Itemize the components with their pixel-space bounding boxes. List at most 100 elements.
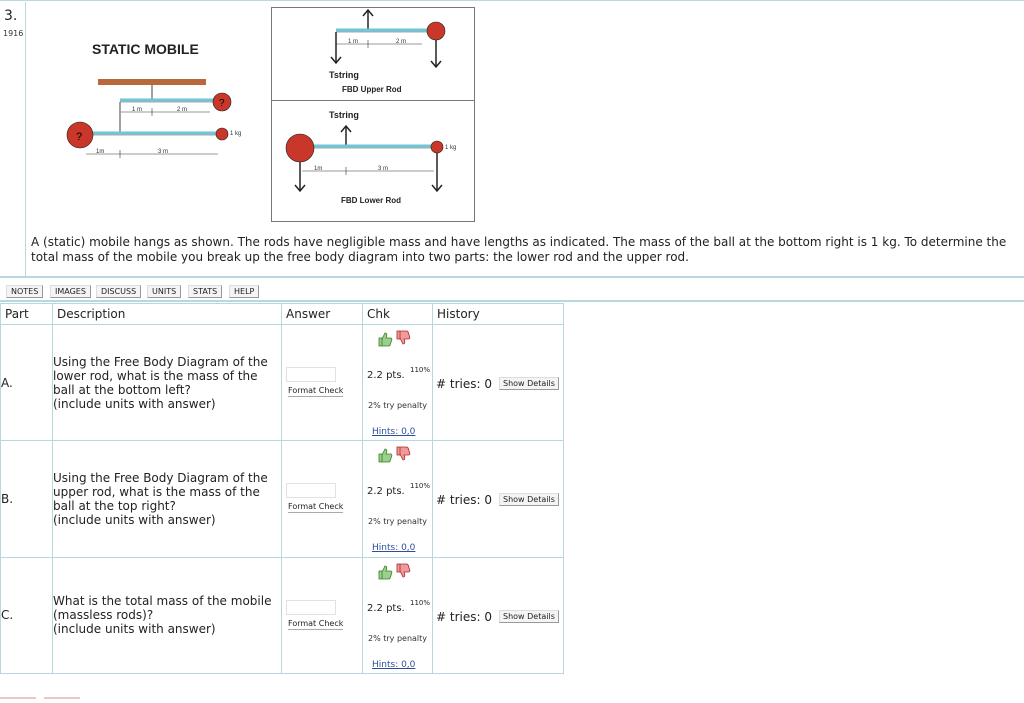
table-header-row: Part Description Answer Chk History xyxy=(0,302,564,326)
part-label-b: B. xyxy=(0,440,53,558)
part-a-description: Using the Free Body Diagram of the lower… xyxy=(52,324,282,442)
part-c-format-check-button[interactable]: Format Check xyxy=(288,618,344,630)
part-b-tries: # tries: 0 xyxy=(436,493,492,508)
problem-number-cell: 3. 1916 xyxy=(0,2,26,276)
part-a-try-penalty: 2% try penalty xyxy=(368,401,428,411)
problem-statement: A (static) mobile hangs as shown. The ro… xyxy=(31,235,1007,264)
part-a-history-cell: # tries: 0 Show Details xyxy=(432,324,564,442)
fbd-lower-ball-mass: 1 kg xyxy=(445,145,456,151)
fbd-lower-left-ball xyxy=(285,133,315,163)
part-c-try-penalty: 2% try penalty xyxy=(368,633,428,643)
fbd-upper-left-down-head xyxy=(330,56,342,65)
part-a-answer-cell: Format Check xyxy=(281,324,363,442)
part-c-percent: 110% xyxy=(410,598,431,607)
header-chk: Chk xyxy=(362,302,433,326)
part-a-line-3: ball at the bottom left? xyxy=(53,382,191,397)
ball-bottom-right-mass: 1 kg xyxy=(230,131,241,137)
part-b-line-2: upper rod, what is the mass of the xyxy=(53,485,260,500)
problem-id: 1916 xyxy=(3,29,24,38)
ball-top-right xyxy=(212,92,232,112)
part-b-answer-input[interactable] xyxy=(286,483,336,499)
part-c-show-details-button[interactable]: Show Details xyxy=(499,609,559,623)
part-b-line-3: ball at the top right? xyxy=(53,499,176,514)
part-label-c: C. xyxy=(0,556,53,675)
ball-top-right-unknown: ? xyxy=(219,98,225,109)
diagram-title: STATIC MOBILE xyxy=(92,41,199,57)
part-a-answer-input[interactable] xyxy=(286,367,336,383)
fbd-upper-rod-diagram: 1 m 2 m xyxy=(330,8,446,69)
fbd-lower-left-len: 1m xyxy=(314,166,322,172)
part-c-answer-input[interactable] xyxy=(286,599,336,615)
stats-button[interactable]: STATS xyxy=(188,285,223,298)
problem-number: 3. xyxy=(4,8,18,24)
part-a-tries: # tries: 0 xyxy=(436,377,492,392)
thumbs-down-icon[interactable] xyxy=(395,330,411,346)
part-a-check-cell: 2.2 pts. 110% 2% try penalty Hints: 0,0 xyxy=(362,324,433,442)
part-c-line-1: What is the total mass of the mobile xyxy=(53,594,272,609)
header-answer: Answer xyxy=(281,302,363,326)
fbd-lower-rod-label: FBD Lower Rod xyxy=(341,196,401,205)
part-b-hints-link[interactable]: Hints: 0,0 xyxy=(372,543,416,554)
part-b-show-details-button[interactable]: Show Details xyxy=(499,493,559,507)
part-a-line-2: lower rod, what is the mass of the xyxy=(53,368,258,383)
part-a-format-check-button[interactable]: Format Check xyxy=(288,386,344,398)
fbd-upper-ball xyxy=(426,21,446,41)
ball-bottom-left-unknown: ? xyxy=(76,131,82,143)
header-part: Part xyxy=(0,302,53,326)
thumbs-down-icon[interactable] xyxy=(395,446,411,462)
part-label-a: A. xyxy=(0,324,53,442)
ball-bottom-left xyxy=(66,121,94,149)
problem-toolbar: NOTES IMAGES DISCUSS UNITS STATS HELP xyxy=(0,282,1024,302)
header-history: History xyxy=(432,302,564,326)
part-b-line-4: (include units with answer) xyxy=(53,513,216,528)
parts-table: Part Description Answer Chk History A. U… xyxy=(0,302,564,675)
units-button[interactable]: UNITS xyxy=(147,285,182,298)
upper-rod-left-len: 1 m xyxy=(132,107,142,113)
fbd-divider xyxy=(272,100,474,101)
discuss-button[interactable]: DISCUSS xyxy=(96,285,142,298)
header-description: Description xyxy=(52,302,282,326)
fbd-lower-left-down-head xyxy=(294,184,306,193)
part-a-hints-link[interactable]: Hints: 0,0 xyxy=(372,427,416,438)
thumbs-up-icon[interactable] xyxy=(377,331,393,347)
part-c-history-cell: # tries: 0 Show Details xyxy=(432,556,564,675)
mobile-diagram: 1 m 2 m ? 1m 3 m ? 1 kg xyxy=(66,79,241,158)
fbd-lower-rod-diagram: 1m 3 m 1 kg xyxy=(285,124,456,193)
part-c-points: 2.2 pts. xyxy=(367,602,405,614)
lower-rod-left-len: 1m xyxy=(96,149,104,155)
fbd-lower-right-ball xyxy=(430,140,444,154)
fbd-upper-tension-label: Tstring xyxy=(329,70,359,80)
fbd-panel: 1 m 2 m Tstring FBD Upper Rod 1m 3 m 1 k… xyxy=(271,7,475,222)
fbd-lower-right-down-head xyxy=(431,184,443,193)
thumbs-down-icon[interactable] xyxy=(395,563,411,579)
fbd-lower-tension-head xyxy=(340,124,352,133)
part-b-try-penalty: 2% try penalty xyxy=(368,517,428,527)
upper-rod-right-len: 2 m xyxy=(177,107,187,113)
part-a-line-1: Using the Free Body Diagram of the xyxy=(53,354,268,369)
notes-button[interactable]: NOTES xyxy=(6,285,44,298)
part-c-description: What is the total mass of the mobile (ma… xyxy=(52,556,282,675)
part-a-points: 2.2 pts. xyxy=(367,370,405,382)
part-b-description: Using the Free Body Diagram of the upper… xyxy=(52,440,282,558)
part-b-history-cell: # tries: 0 Show Details xyxy=(432,440,564,558)
part-c-line-2: (massless rods)? xyxy=(53,608,154,623)
ball-bottom-right xyxy=(215,127,229,141)
thumbs-up-icon[interactable] xyxy=(377,564,393,580)
part-b-percent: 110% xyxy=(410,482,431,491)
help-button[interactable]: HELP xyxy=(229,285,260,298)
fbd-upper-right-down-head xyxy=(430,60,442,69)
part-c-hints-link[interactable]: Hints: 0,0 xyxy=(372,659,416,670)
part-b-format-check-button[interactable]: Format Check xyxy=(288,502,344,514)
images-button[interactable]: IMAGES xyxy=(50,285,91,298)
bottom-edge-decoration xyxy=(0,684,90,699)
fbd-upper-tension-head xyxy=(362,8,374,17)
part-b-answer-cell: Format Check xyxy=(281,440,363,558)
part-a-show-details-button[interactable]: Show Details xyxy=(499,377,559,391)
thumbs-up-icon[interactable] xyxy=(377,447,393,463)
lower-rod-right-len: 3 m xyxy=(158,149,168,155)
part-c-check-cell: 2.2 pts. 110% 2% try penalty Hints: 0,0 xyxy=(362,556,433,675)
fbd-upper-rod-label: FBD Upper Rod xyxy=(342,85,402,94)
part-c-answer-cell: Format Check xyxy=(281,556,363,675)
part-c-line-3: (include units with answer) xyxy=(53,622,216,637)
ceiling-bar xyxy=(98,79,206,85)
